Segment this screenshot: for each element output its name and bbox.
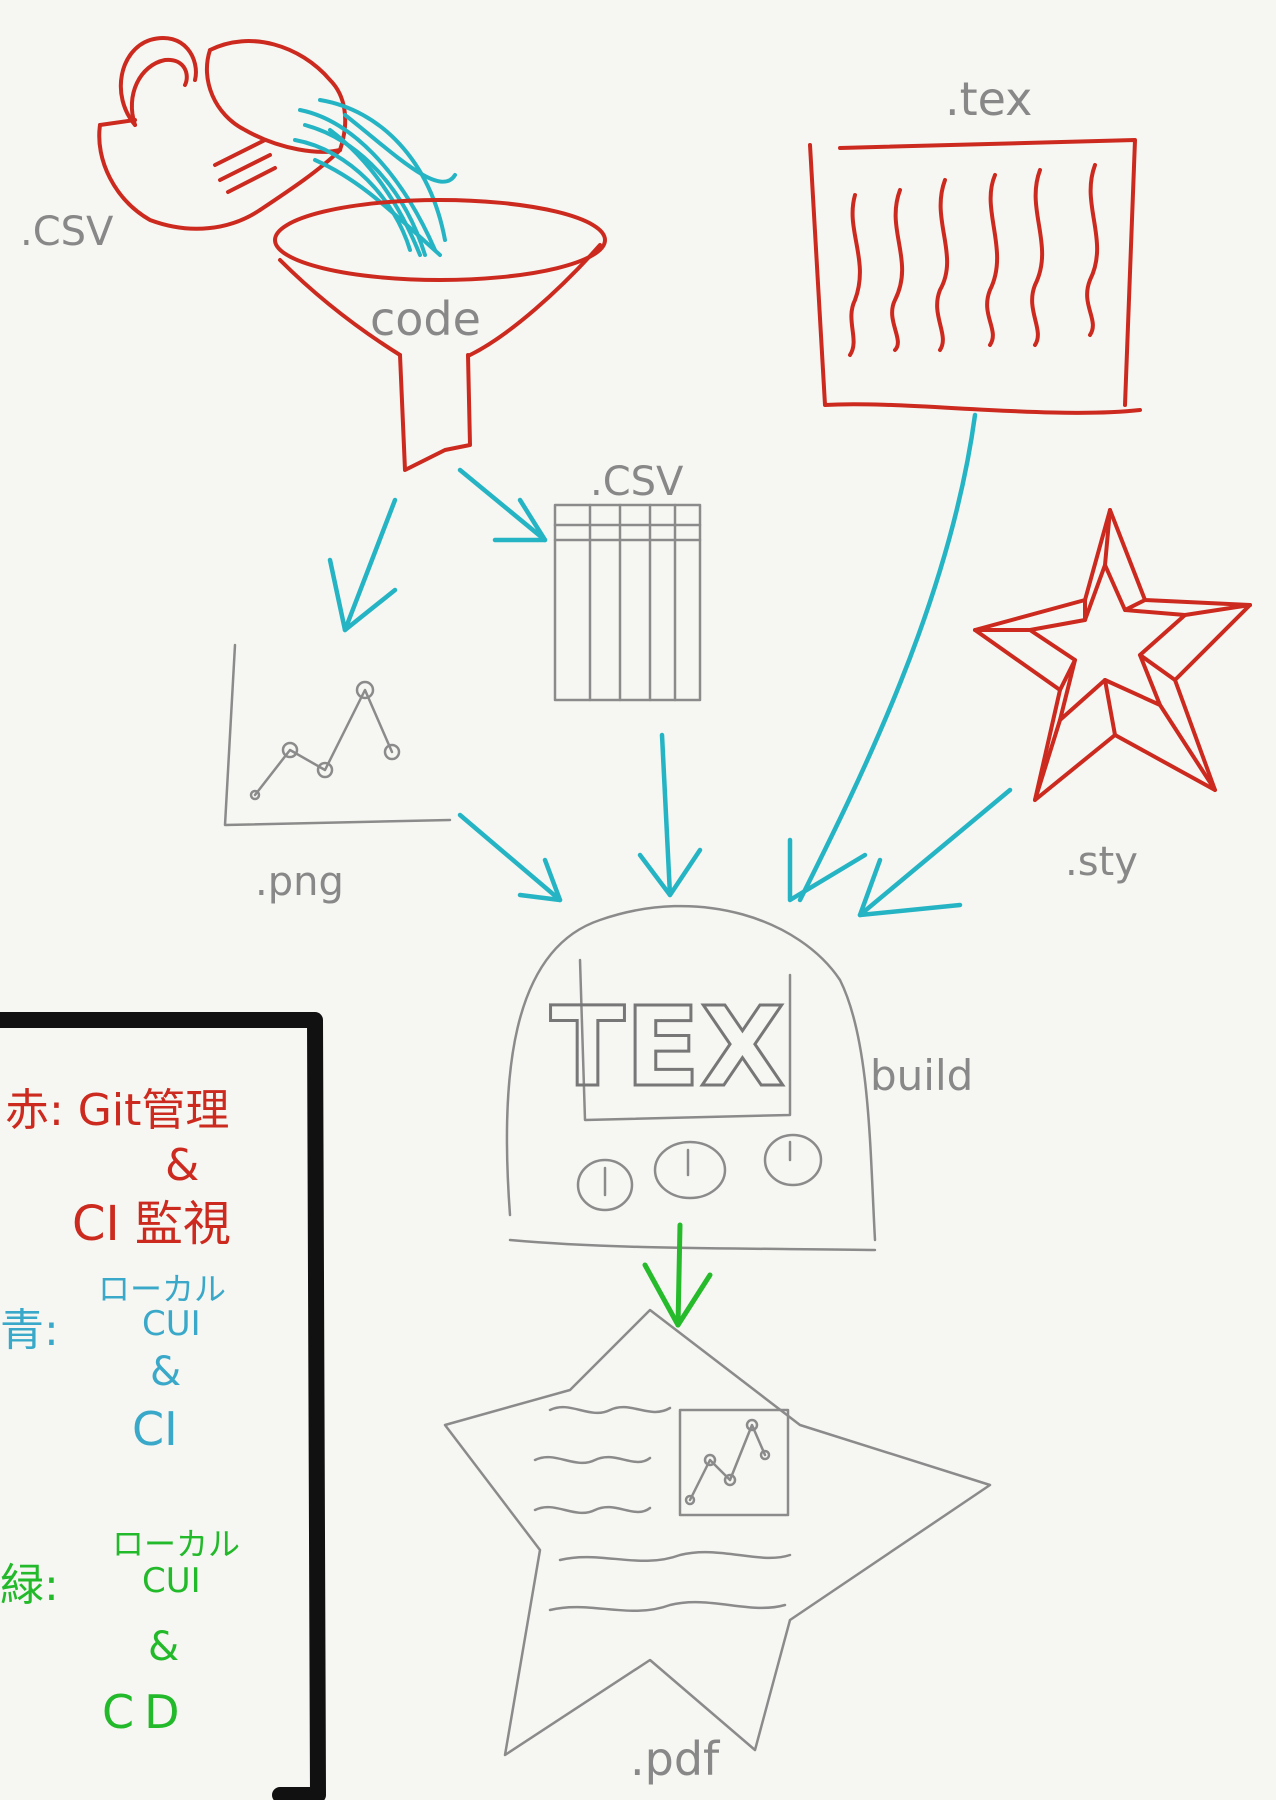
legend-blue-l1: ローカル [98, 1270, 226, 1308]
pitcher-icon [97, 36, 348, 231]
label-sty: .sty [1065, 839, 1138, 885]
legend-green-l1: ローカル [112, 1525, 240, 1563]
pour-stream [293, 98, 457, 257]
legend-blue-l2: CUI [142, 1304, 201, 1344]
tex-build-machine [505, 904, 877, 1252]
funnel-icon [273, 198, 607, 472]
csv-table-icon [553, 503, 702, 702]
legend-green-l2: CUI [142, 1561, 201, 1601]
sty-star-icon [973, 508, 1252, 802]
legend: 赤: Git管理 & CI 監視 青: ローカル CUI & CI 緑: ローカ… [0, 1085, 240, 1739]
label-tex-logo: TEX [550, 983, 785, 1111]
legend-red-line2: CI 監視 [72, 1196, 231, 1252]
label-tex: .tex [945, 72, 1032, 126]
legend-blue-amp: & [150, 1349, 181, 1395]
label-csv-output: .CSV [590, 459, 684, 505]
pdf-star-icon [443, 1308, 992, 1757]
tex-document-icon [808, 138, 1142, 415]
legend-green-l3: CD [102, 1685, 190, 1739]
arrow-code-to-csv [457, 467, 548, 543]
png-chart-icon [223, 643, 452, 827]
arrow-tex-to-build [797, 412, 978, 903]
label-pdf: .pdf [630, 1732, 721, 1786]
legend-blue-head: 青: [0, 1305, 59, 1356]
label-code: code [370, 292, 481, 346]
legend-red-line1: 赤: Git管理 [5, 1085, 229, 1136]
arrow-sty-to-build [857, 787, 1013, 918]
label-csv-source: .CSV [20, 209, 114, 255]
label-png: .png [255, 859, 344, 905]
legend-red-amp: & [165, 1140, 199, 1191]
legend-blue-l3: CI [132, 1402, 178, 1456]
legend-green-amp: & [148, 1624, 179, 1670]
label-build: build [870, 1051, 973, 1100]
cyan-arrows [327, 412, 1013, 918]
arrow-png-to-tex [457, 812, 563, 903]
green-arrow [642, 1222, 713, 1328]
legend-green-head: 緑: [0, 1560, 59, 1611]
arrow-code-to-png [342, 497, 398, 633]
legend-frame [0, 1012, 326, 1800]
arrow-csv-to-tex [659, 732, 673, 898]
